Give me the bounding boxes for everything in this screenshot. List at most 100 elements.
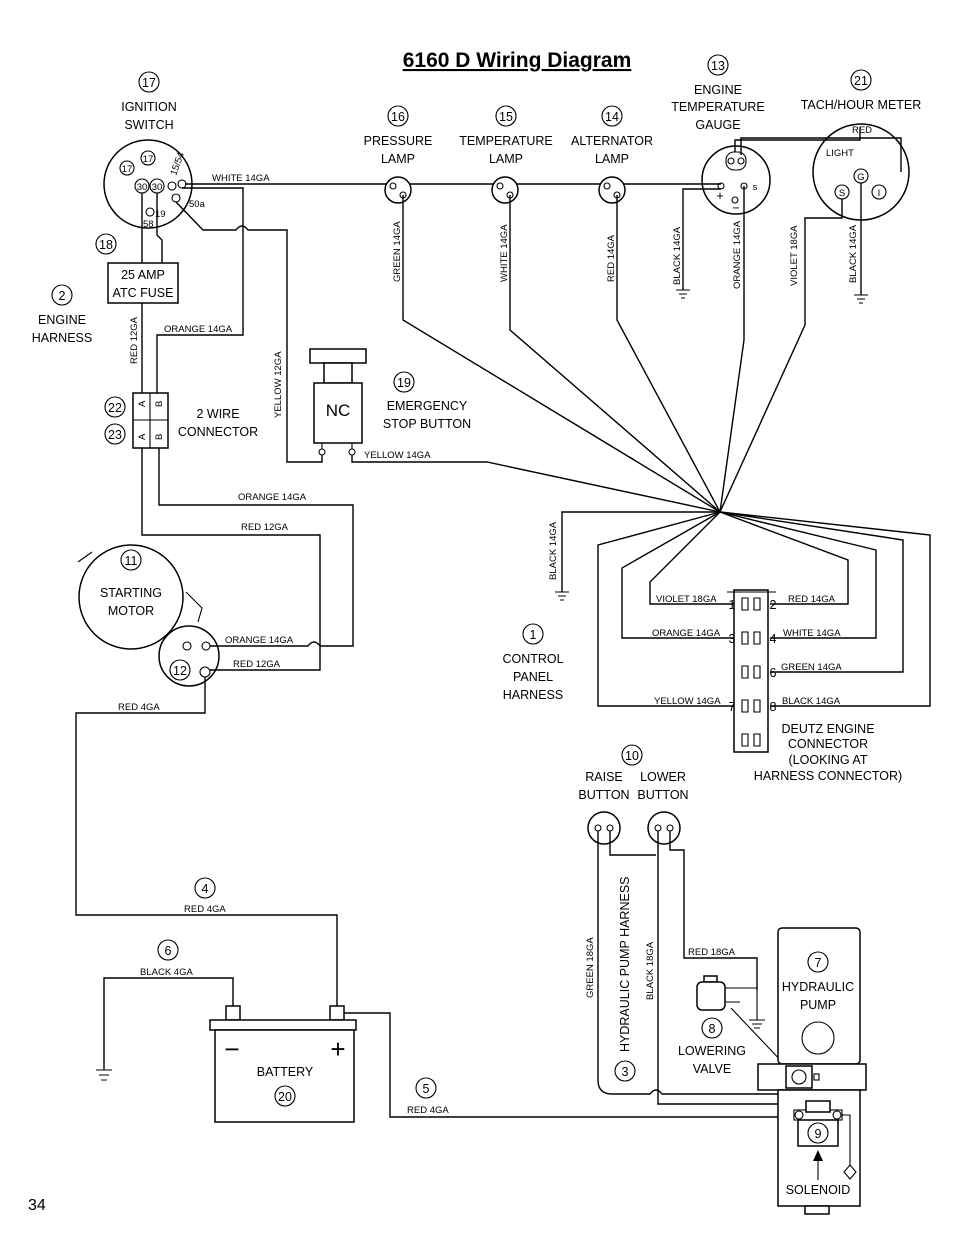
- wire-orange-14ga-v: ORANGE 14GA: [732, 220, 743, 289]
- left-wires: RED 12GA ORANGE 14GA YELLOW 12GA YELLOW …: [129, 187, 431, 463]
- wire-yellow-14ga-h: YELLOW 14GA: [364, 450, 431, 461]
- engine-harness-label: 2 ENGINE HARNESS: [32, 284, 92, 345]
- temp-gauge-number: 13: [711, 59, 725, 73]
- ignition-inner-number: 17: [122, 164, 133, 175]
- wire-orange-14ga-starter: ORANGE 14GA: [225, 635, 294, 646]
- lowering-valve: 8 LOWERING VALVE: [678, 975, 790, 1076]
- hyd-harness-label: HYDRAULIC PUMP HARNESS: [618, 876, 632, 1052]
- deutz-label-3: (LOOKING AT: [789, 753, 868, 767]
- temp-gauge-label-1: ENGINE: [694, 83, 742, 97]
- top-wires: WHITE 14GA BLACK 14GA BLACK 14GA GREEN 1…: [185, 127, 902, 304]
- tach-terminal-g: G: [857, 172, 864, 183]
- ignition-terminal-19: 19: [155, 209, 166, 220]
- ignition-switch-number: 17: [142, 76, 156, 90]
- hyd-pump-number: 7: [815, 956, 822, 970]
- estop-number: 19: [397, 376, 411, 390]
- buttons-number: 10: [625, 749, 639, 763]
- temp-gauge-minus: −: [732, 201, 739, 215]
- cable-4-number: 4: [202, 882, 209, 896]
- fuse-body: [107, 262, 179, 304]
- deutz-pin-2: 2: [770, 598, 777, 612]
- ignition-switch: 17 IGNITION SWITCH 17 17 30 30 15/54 50a…: [103, 71, 206, 230]
- control-harness-label-1: CONTROL: [502, 652, 563, 666]
- wire-black-18ga: BLACK 18GA: [645, 941, 656, 1000]
- wire-green-18ga: GREEN 18GA: [585, 937, 596, 998]
- lowering-valve-number: 8: [709, 1022, 716, 1036]
- wire-black-14ga-gauge: BLACK 14GA: [672, 226, 683, 285]
- wire-red-14ga-v: RED 14GA: [606, 234, 617, 282]
- ignition-switch-num-circle: [138, 71, 160, 93]
- wire-violet-18ga-pin: VIOLET 18GA: [656, 594, 717, 605]
- wire-red-4ga-solenoid: RED 4GA: [407, 1105, 449, 1116]
- lowering-valve-label-2: VALVE: [693, 1062, 731, 1076]
- temp-gauge-s: s: [753, 182, 758, 193]
- solenoid: 9 SOLENOID: [786, 1100, 857, 1197]
- estop-body: [313, 382, 363, 444]
- alternator-lamp-body: [598, 176, 626, 204]
- engine-temperature-gauge: 13 ENGINE TEMPERATURE GAUGE + − s: [671, 54, 771, 215]
- ignition-switch-label-2: SWITCH: [124, 118, 173, 132]
- two-wire-label-1: 2 WIRE: [196, 407, 239, 421]
- lowering-valve-body: [696, 981, 726, 1011]
- temp-gauge-label-3: GAUGE: [695, 118, 740, 132]
- lower-button-label-2: BUTTON: [637, 788, 688, 802]
- starter-label-2: MOTOR: [108, 604, 154, 618]
- wire-black-4ga: BLACK 4GA: [140, 967, 193, 978]
- estop-nc: NC: [326, 401, 351, 420]
- starter-solenoid-number: 12: [173, 664, 187, 678]
- battery-label: BATTERY: [257, 1065, 314, 1079]
- hydraulic-pump-body: [777, 927, 861, 1065]
- diagram-title: 6160 D Wiring Diagram: [403, 49, 632, 72]
- wire-red-4ga-starter: RED 4GA: [118, 702, 160, 713]
- alternator-lamp-label-1: ALTERNATOR: [571, 134, 653, 148]
- starter-number: 11: [125, 554, 138, 568]
- raise-button-label-1: RAISE: [585, 770, 623, 784]
- starter-solenoid-body: [158, 625, 220, 687]
- starter-body: [78, 544, 184, 650]
- alternator-lamp-label-2: LAMP: [595, 152, 629, 166]
- wire-white-14ga-pin: WHITE 14GA: [783, 628, 841, 639]
- temp-gauge-plus: +: [716, 189, 723, 203]
- solenoid-number: 9: [815, 1127, 822, 1141]
- wire-red-14ga-pin: RED 14GA: [788, 594, 836, 605]
- solenoid-body: [797, 1119, 839, 1147]
- raise-button-label-2: BUTTON: [578, 788, 629, 802]
- fuse-label-1: 25 AMP: [121, 268, 165, 282]
- hydraulic-pump: 7 HYDRAULIC PUMP: [757, 927, 867, 1215]
- deutz-pin-8: 8: [770, 700, 777, 714]
- deutz-label-2: CONNECTOR: [788, 737, 868, 751]
- battery-body: [214, 1029, 355, 1123]
- deutz-connector-body: [733, 589, 769, 753]
- hyd-pump-label-1: HYDRAULIC: [782, 980, 854, 994]
- tach-number: 21: [854, 74, 868, 88]
- wire-black-14ga-ground: BLACK 14GA: [548, 521, 559, 580]
- starter-wires: ORANGE 14GA ORANGE 14GA RED 12GA RED 12G…: [75, 448, 354, 1006]
- deutz-label-1: DEUTZ ENGINE: [781, 722, 874, 736]
- wire-orange-14ga-mid: ORANGE 14GA: [238, 492, 307, 503]
- tach-label: TACH/HOUR METER: [801, 98, 922, 112]
- wire-red-12ga-starter: RED 12GA: [233, 659, 281, 670]
- wire-white-14ga-v: WHITE 14GA: [499, 224, 510, 282]
- temperature-lamp-label-2: LAMP: [489, 152, 523, 166]
- page-number: 34: [28, 1197, 46, 1214]
- fuse-number: 18: [99, 238, 113, 252]
- wire-yellow-14ga-pin: YELLOW 14GA: [654, 696, 721, 707]
- wire-green-14ga-v: GREEN 14GA: [392, 221, 403, 282]
- pressure-lamp-body: [384, 176, 412, 204]
- ignition-terminal-58: 58: [143, 219, 154, 230]
- wire-yellow-12ga-v: YELLOW 12GA: [273, 351, 284, 418]
- alternator-lamp: 14 ALTERNATOR LAMP: [571, 105, 653, 204]
- alternator-lamp-number: 14: [605, 110, 619, 124]
- deutz-label-4: HARNESS CONNECTOR): [754, 769, 902, 783]
- deutz-pin-7: 7: [729, 700, 736, 714]
- control-harness-label-3: HARNESS: [503, 688, 563, 702]
- battery-plus: +: [330, 1034, 345, 1064]
- control-harness-number: 1: [530, 628, 537, 642]
- wire-green-14ga-pin: GREEN 14GA: [781, 662, 842, 673]
- battery-minus: −: [224, 1034, 239, 1064]
- tach-hour-meter: 21 TACH/HOUR METER LIGHT RED S G I: [801, 69, 922, 221]
- temp-gauge-label-2: TEMPERATURE: [671, 100, 765, 114]
- fuse: 18 25 AMP ATC FUSE: [95, 233, 179, 304]
- estop-label-2: STOP BUTTON: [383, 417, 471, 431]
- starter-label-1: STARTING: [100, 586, 162, 600]
